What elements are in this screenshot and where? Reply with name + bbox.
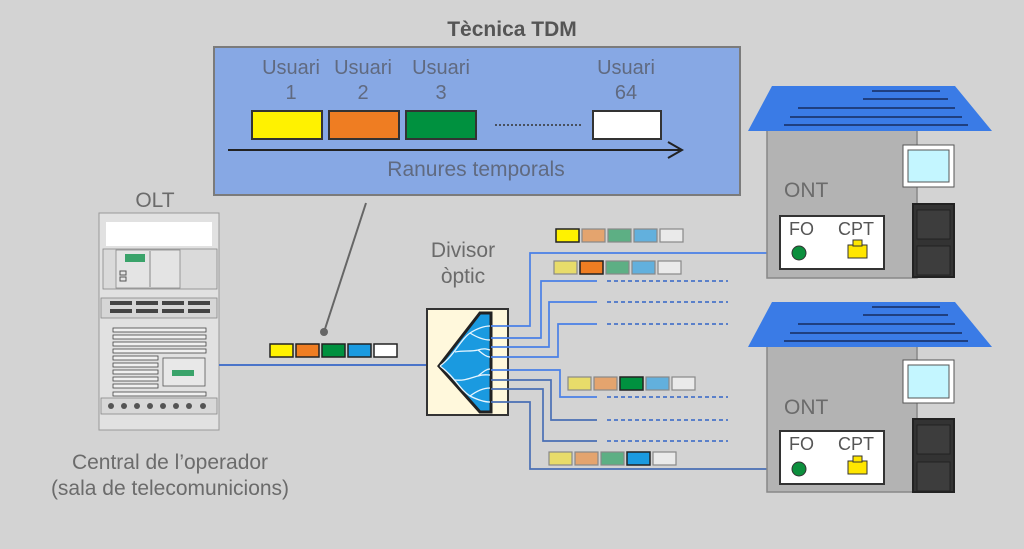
frame-slot-2: [579, 260, 604, 275]
frame-slot-4: [633, 228, 658, 243]
time-axis-label: Ranures temporals: [387, 158, 565, 181]
frame-slot-2: [295, 343, 320, 358]
frame-slot-4: [631, 260, 656, 275]
user-label-text: Usuari: [412, 57, 470, 79]
user-label-text: Usuari: [597, 57, 655, 79]
frame-output-3: [567, 376, 696, 391]
callout-dot: [320, 328, 328, 336]
frame-slot-2: [593, 376, 618, 391]
splitter-label-line1: Divisor: [430, 239, 496, 262]
frame-slot-3: [619, 376, 644, 391]
frame-slot-1: [567, 376, 592, 391]
frame-slot-5: [657, 260, 682, 275]
user-64-label: Usuari 64: [586, 56, 666, 106]
frame-slot-3: [600, 451, 625, 466]
cpt-label: CPT: [838, 434, 874, 454]
user-2-label: Usuari 2: [323, 56, 403, 106]
output-fibers: [491, 252, 800, 470]
time-slot-user-1: [251, 110, 323, 140]
frame-slot-3: [607, 228, 632, 243]
frame-slot-2: [581, 228, 606, 243]
user-number: 64: [614, 82, 638, 104]
frame-slot-5: [373, 343, 398, 358]
ethernet-port-icon: [847, 239, 868, 259]
splitter-label-line2: òptic: [440, 265, 486, 288]
frame-output-2: [553, 260, 682, 275]
time-slot-user-64: [592, 110, 662, 140]
frame-slot-1: [269, 343, 294, 358]
fo-port-icon: [791, 245, 807, 261]
optical-splitter-icon: [426, 308, 509, 416]
frame-slot-1: [548, 451, 573, 466]
fo-label: FO: [789, 434, 814, 454]
ont-1-label: ONT: [784, 179, 829, 202]
fiber-to-ont-2: [491, 401, 790, 470]
frame-slot-2: [574, 451, 599, 466]
user-number: 3: [435, 82, 447, 104]
frame-slot-1: [553, 260, 578, 275]
cpt-label: CPT: [838, 219, 874, 239]
frame-slot-1: [555, 228, 580, 243]
fo-port-icon: [791, 461, 807, 477]
frame-slot-5: [671, 376, 696, 391]
ont-2-label: ONT: [784, 396, 829, 419]
frame-slot-4: [645, 376, 670, 391]
user-1-label: Usuari 1: [251, 56, 331, 106]
frame-slot-5: [652, 451, 677, 466]
central-caption-line1: Central de l’operador: [71, 451, 269, 474]
user-number: 2: [357, 82, 369, 104]
user-3-label: Usuari 3: [401, 56, 481, 106]
frame-slot-5: [659, 228, 684, 243]
callout-line: [323, 202, 367, 333]
user-number: 1: [285, 82, 297, 104]
tdm-title: Tècnica TDM: [447, 18, 577, 41]
fo-label: FO: [789, 219, 814, 239]
frame-slot-4: [347, 343, 372, 358]
splitter-label: Divisor òptic: [408, 238, 518, 290]
olt-label: OLT: [135, 189, 175, 212]
frame-output-4: [548, 451, 677, 466]
user-label-text: Usuari: [262, 57, 320, 79]
frame-output-1: [555, 228, 684, 243]
time-slot-user-2: [328, 110, 400, 140]
user-label-text: Usuari: [334, 57, 392, 79]
ethernet-port-icon: [847, 455, 868, 475]
olt-rack: [98, 212, 220, 431]
fiber-to-ont-1: [491, 252, 800, 327]
central-caption: Central de l’operador (sala de telecomun…: [20, 450, 320, 502]
dashed-fibers: [607, 280, 728, 442]
time-slot-user-3: [405, 110, 477, 140]
multiplexed-frame: [269, 343, 398, 358]
frame-slot-3: [605, 260, 630, 275]
frame-slot-4: [626, 451, 651, 466]
frame-slot-3: [321, 343, 346, 358]
central-caption-line2: (sala de telecomunicions): [50, 477, 290, 500]
